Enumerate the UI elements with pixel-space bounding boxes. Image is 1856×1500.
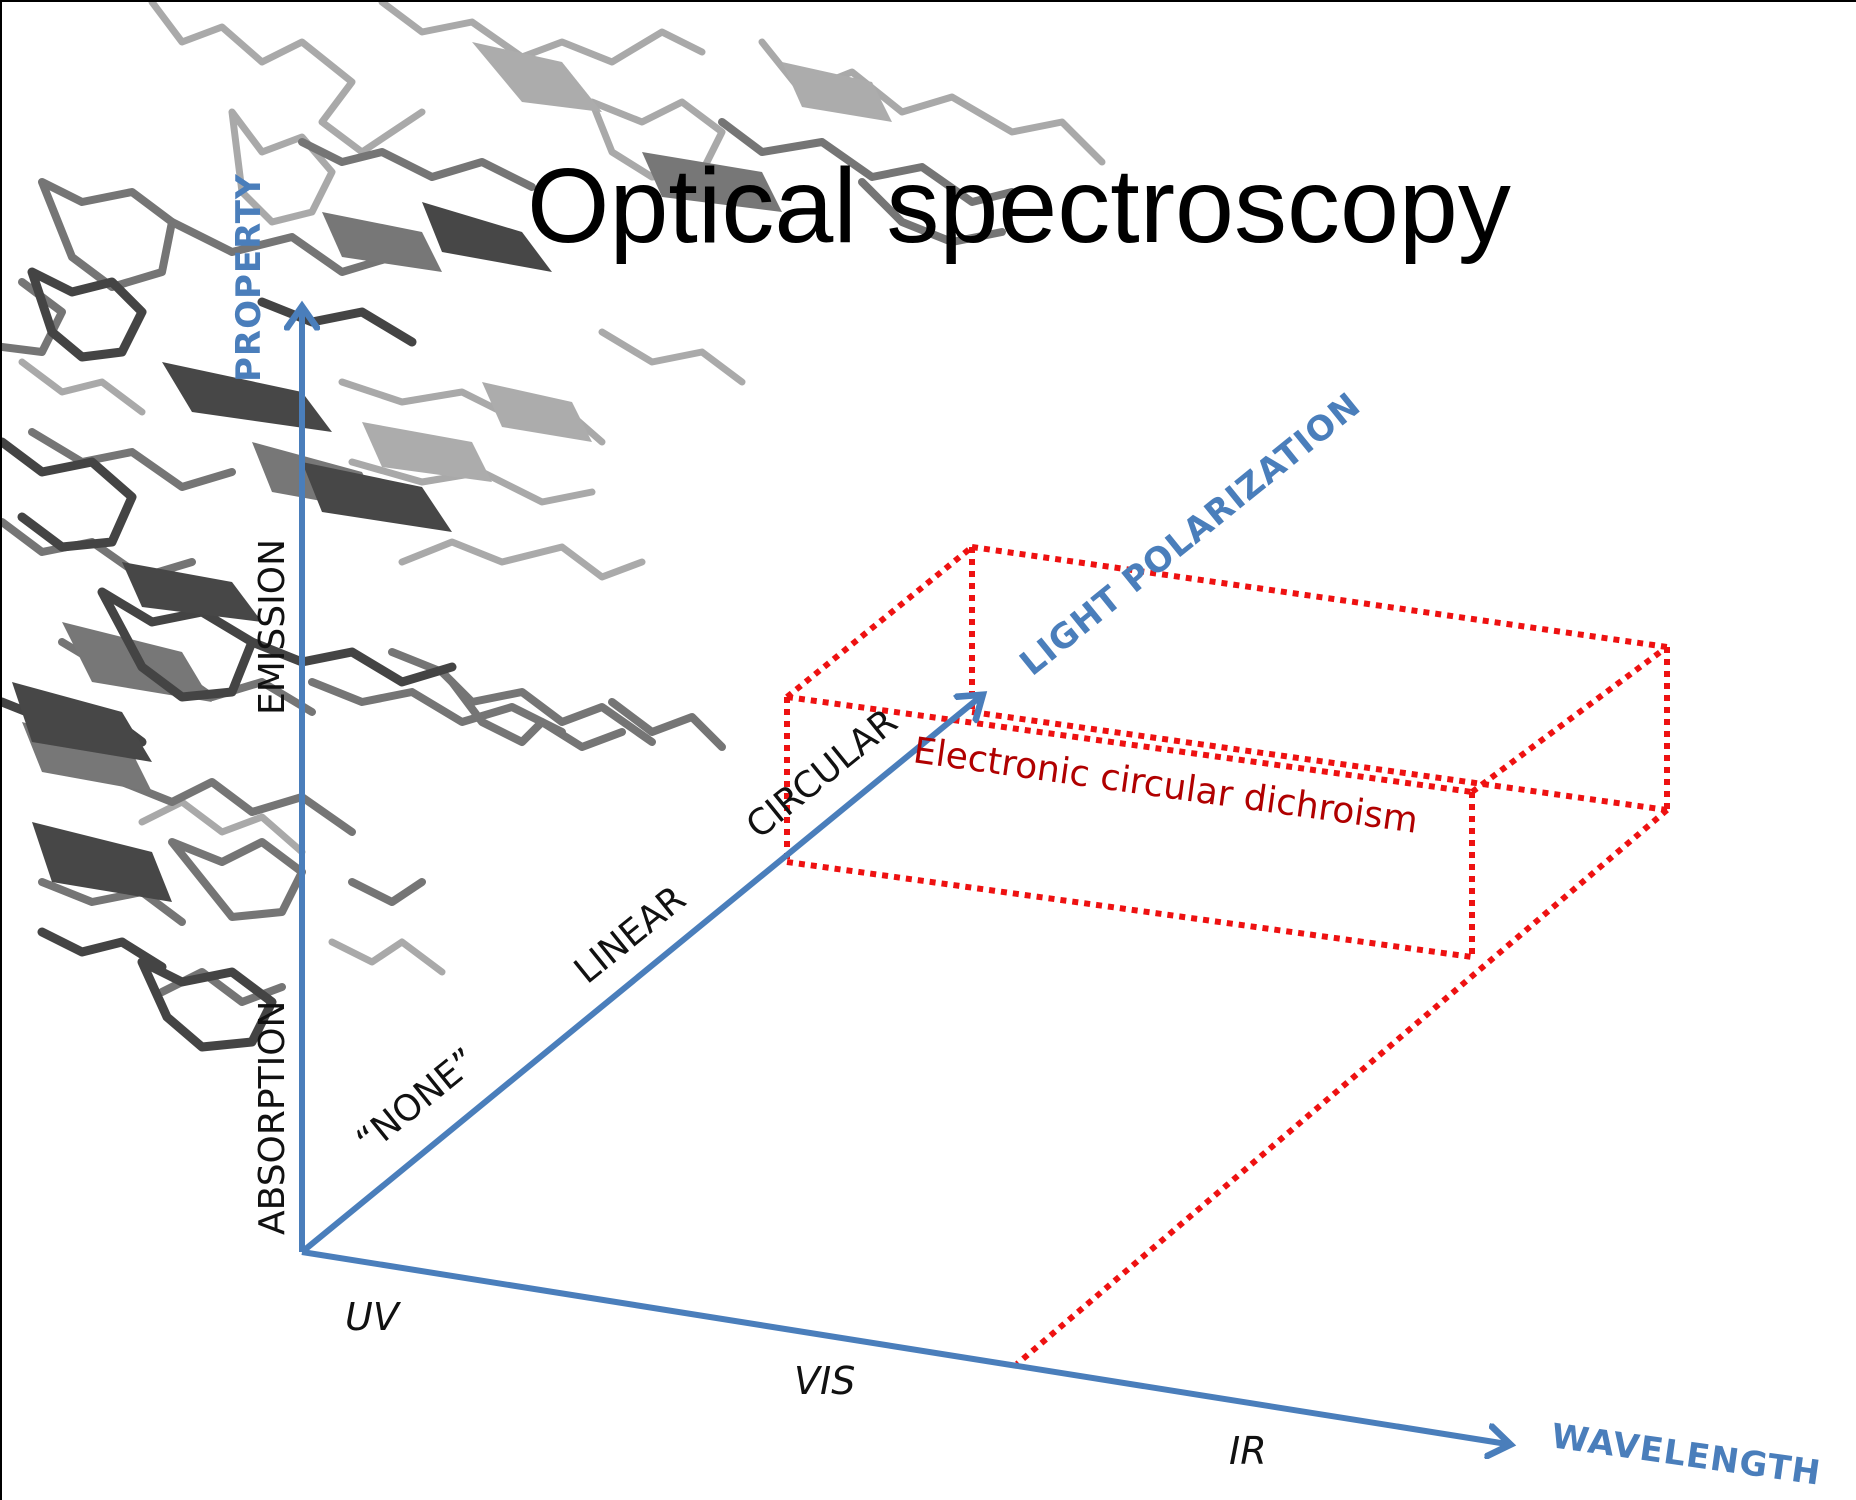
box-left-top-edge: [785, 544, 974, 700]
box-back-top-edge: [971, 544, 1668, 650]
box-front-top-edge: [786, 694, 1473, 795]
vertical-axis-title: PROPERTY: [229, 173, 269, 382]
horizontal-tick-uv: UV: [345, 1295, 402, 1339]
box-back-bottom-edge: [971, 709, 1668, 813]
axes: [302, 310, 1507, 1444]
box-front-bottom-edge: [786, 859, 1473, 960]
depth-tick-linear: LINEAR: [567, 878, 694, 992]
depth-tick-none: “NONE”: [349, 1041, 485, 1162]
slide-title: Optical spectroscopy: [527, 147, 1511, 265]
vertical-tick-emission: EMISSION: [252, 539, 293, 715]
box-right-top-edge: [1470, 644, 1669, 795]
ecd-region-label: Electronic circular dichroism: [911, 730, 1421, 841]
ecd-region-box: [784, 544, 1670, 1367]
dna-back-layer: [18, 2, 1106, 976]
depth-axis-arrow: [300, 697, 980, 1255]
horizontal-axis-title: WAVELENGTH: [1549, 1416, 1824, 1493]
box-long-diagonal-edge: [1015, 807, 1669, 1367]
depth-axis-title: LIGHT POLARIZATION: [1012, 385, 1368, 684]
dna-front-layer: [2, 202, 552, 1052]
vertical-tick-absorption: ABSORPTION: [252, 1001, 293, 1235]
dna-molecule-image: [2, 2, 1106, 1052]
horizontal-axis-arrow: [301, 1249, 1507, 1444]
horizontal-tick-ir: IR: [1229, 1429, 1267, 1473]
horizontal-tick-vis: VIS: [794, 1359, 855, 1403]
